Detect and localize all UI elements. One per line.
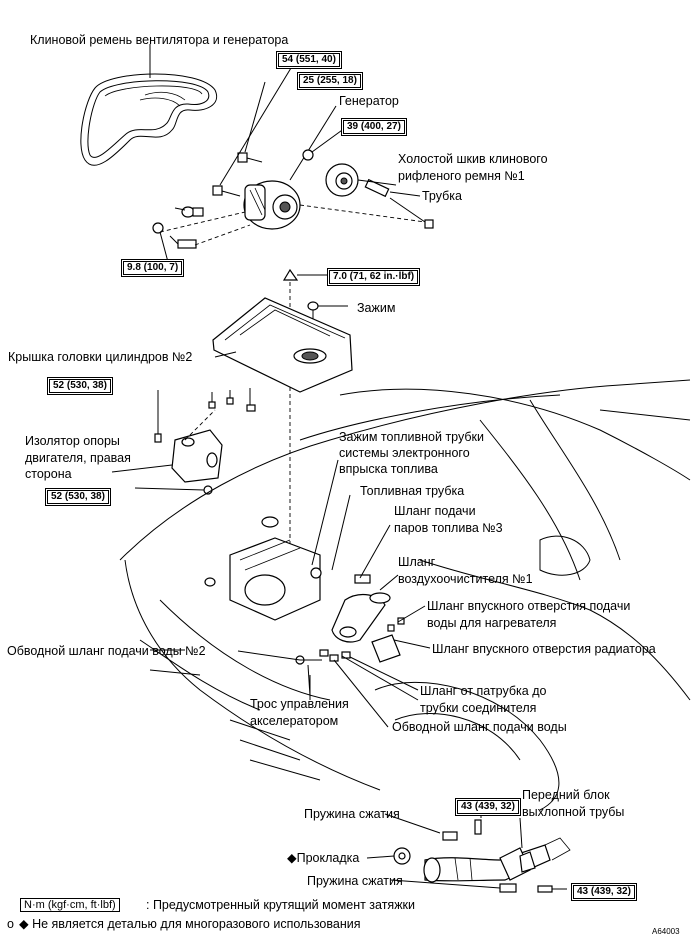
exhaust-pipe-drawing [393,811,571,893]
label-spring-bottom: Пружина сжатия [307,874,403,888]
torque-spec-52-bottom: 52 (530, 38) [45,488,111,506]
bolt-drawings [212,67,292,197]
label-fuel-tube: Топливная трубка [360,484,465,498]
label-pipe-hose-line1: Шланг от патрубка до [420,684,547,698]
car-body-drawing [119,379,691,811]
label-clip: Зажим [357,301,396,315]
label-fuel-clip-line1: Зажим топливной трубки [339,430,484,444]
label-vapor-hose-line2: паров топлива №3 [394,521,503,535]
label-bypass-hose-2: Обводной шланг подачи воды №2 [7,644,206,658]
label-exhaust-line2: выхлопной трубы [522,805,625,819]
torque-spec-54: 54 (551, 40) [276,51,342,69]
corner-mark: o [7,917,14,931]
label-cylinder-head-cover: Крышка головки цилиндров №2 [8,350,193,364]
label-vapor-hose-line1: Шланг подачи [394,504,476,518]
engine-bay-drawing [204,516,405,700]
label-air-hose-line2: воздухоочистителя №1 [398,572,533,586]
label-gasket: ◆Прокладка [287,851,360,865]
label-idler-pulley-line1: Холостой шкив клинового [398,152,548,166]
generator-drawing [243,180,301,230]
engine-mount-drawing [111,388,256,495]
label-fuel-clip-line2: системы электронного [339,446,470,460]
label-throttle-cable-line2: акселератором [250,714,339,728]
label-generator: Генератор [339,94,399,108]
torque-spec-9-8: 9.8 (100, 7) [121,259,185,277]
legend-unit-text: : Предусмотренный крутящий момент затяжк… [146,898,416,912]
label-throttle-cable-line1: Трос управления [250,697,349,711]
idler-pulley-drawing [299,127,434,229]
label-exhaust-line1: Передний блок [522,788,610,802]
torque-spec-43-top: 43 (439, 32) [455,798,521,816]
cylinder-head-cover-drawing [212,297,353,393]
label-engine-mount-line1: Изолятор опоры [25,434,120,448]
torque-spec-52-top: 52 (530, 38) [47,377,113,395]
exhaust-leaders [366,813,523,889]
label-idler-pulley-line2: рифленого ремня №1 [398,169,525,183]
legend-non-reusable: ◆ Не является деталью для многоразового … [19,917,361,931]
figure-id: A64003 [652,927,680,936]
label-air-hose-line1: Шланг [398,555,436,569]
label-engine-mount-line3: сторона [25,467,72,481]
label-radiator-hose: Шланг впускного отверстия радиатора [432,642,656,656]
label-fuel-clip-line3: впрыска топлива [339,462,438,476]
connector-drawings [152,206,251,263]
label-bypass-hose: Обводной шланг подачи воды [392,720,567,734]
label-tube: Трубка [422,189,462,203]
label-heater-hose-line1: Шланг впускного отверстия подачи [427,599,631,613]
label-pipe-hose-line2: трубки соединителя [420,701,537,715]
torque-spec-7-0: 7.0 (71, 62 in.·lbf) [327,268,421,286]
fan-belt-drawing [80,73,218,166]
torque-spec-43-bottom: 43 (439, 32) [571,883,637,901]
label-engine-mount-line2: двигателя, правая [25,451,131,465]
legend-unit-box: N·m (kgf·cm, ft·lbf) [20,898,120,912]
leader-lines [237,459,431,728]
torque-spec-39: 39 (400, 27) [341,118,407,136]
label-spring-top: Пружина сжатия [304,807,400,821]
label-heater-hose-line2: воды для нагревателя [427,616,557,630]
label-fan-belt: Клиновой ремень вентилятора и генератора [30,33,289,47]
torque-spec-25: 25 (255, 18) [297,72,363,90]
